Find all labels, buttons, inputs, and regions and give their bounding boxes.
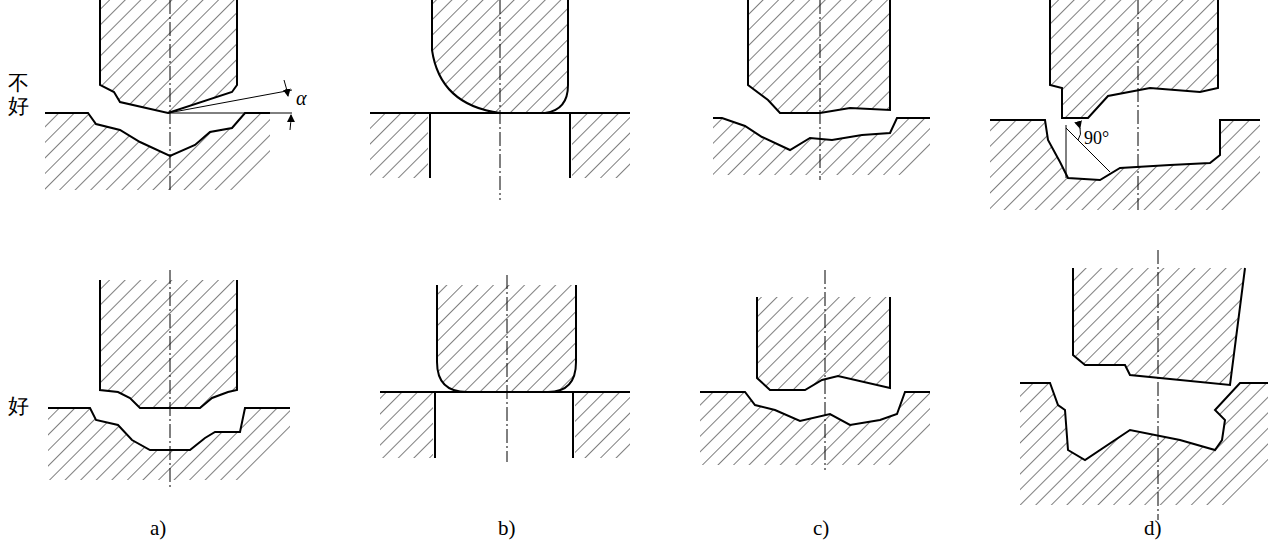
drawing-path	[1020, 383, 1268, 505]
drawing-path	[713, 118, 930, 175]
drawing-path	[575, 392, 630, 458]
drawing-path	[380, 392, 433, 458]
drawing-path	[700, 392, 930, 425]
drawing-path	[700, 392, 930, 465]
panel-caption: b)	[498, 518, 516, 539]
drawing-path	[168, 113, 292, 114]
drawing-path	[1078, 128, 1081, 140]
drawing-path	[370, 113, 428, 178]
panel-caption: d)	[1144, 518, 1162, 539]
angle-label: α	[296, 88, 307, 108]
drawing-path	[1138, 0, 1158, 520]
drawing-path	[45, 113, 270, 190]
drawing-path	[168, 90, 292, 113]
drawing-path	[820, 0, 825, 470]
drawing-path	[500, 0, 507, 462]
rating-label: 不好	[8, 72, 29, 118]
drawing-path	[757, 297, 890, 390]
drawing-path	[1066, 125, 1067, 178]
drawing-path	[170, 0, 171, 490]
drawing-path	[748, 0, 890, 113]
drawing-path	[1020, 383, 1268, 460]
drawing-path	[48, 408, 290, 450]
drawing-path	[1073, 268, 1245, 385]
drawing-path	[45, 113, 270, 156]
drawing-path	[1066, 128, 1110, 172]
panel-caption: c)	[813, 518, 829, 539]
drawing-path	[713, 118, 930, 150]
drawing-g	[170, 0, 1158, 520]
panel-caption: a)	[150, 518, 166, 539]
drawing-path	[284, 80, 288, 96]
drawing-path	[100, 280, 237, 408]
drawing-path	[380, 392, 630, 458]
drawing-path	[1050, 0, 1218, 118]
rating-label: 好	[8, 396, 29, 417]
drawing-path	[1045, 125, 1065, 176]
drawing-path	[572, 113, 630, 178]
drawing-path	[100, 0, 237, 113]
drawing-g	[45, 0, 1268, 505]
drawing-path	[48, 408, 290, 480]
drawing-path	[990, 120, 1260, 210]
drawing-path	[990, 120, 1260, 180]
drawing-path	[290, 115, 291, 130]
angle-label: 90°	[1084, 129, 1109, 147]
